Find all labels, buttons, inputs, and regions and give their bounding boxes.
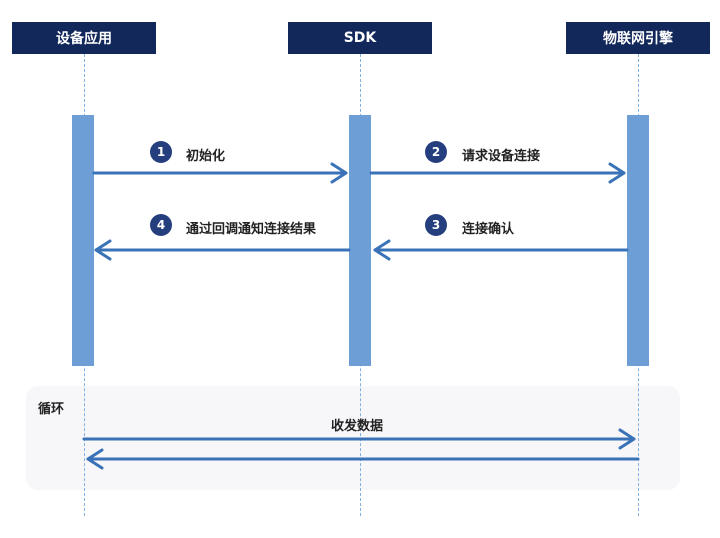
message-label-request-connect: 请求设备连接 — [462, 149, 541, 164]
step-badge-3: 3 — [425, 214, 447, 236]
activation-iot-engine — [627, 115, 649, 366]
arrow-loop-send — [82, 428, 636, 450]
message-label-callback: 通过回调通知连接结果 — [186, 222, 317, 237]
step-badge-2: 2 — [425, 141, 447, 163]
arrow-loop-receive — [86, 448, 640, 470]
arrow-init — [92, 162, 348, 184]
message-label-confirm: 连接确认 — [462, 222, 515, 237]
arrow-request-connect — [369, 162, 626, 184]
arrow-callback-result — [94, 239, 351, 261]
arrow-confirm-connect — [373, 239, 629, 261]
participant-device-app: 设备应用 — [12, 22, 156, 54]
message-label-loop-data: 收发数据 — [331, 419, 384, 434]
message-label-init: 初始化 — [186, 149, 226, 164]
loop-label: 循环 — [38, 402, 65, 417]
activation-sdk — [349, 115, 371, 366]
participant-iot-engine: 物联网引擎 — [566, 22, 710, 54]
activation-device-app — [72, 115, 94, 366]
participant-sdk: SDK — [288, 22, 432, 54]
step-badge-4: 4 — [150, 214, 172, 236]
step-badge-1: 1 — [150, 141, 172, 163]
